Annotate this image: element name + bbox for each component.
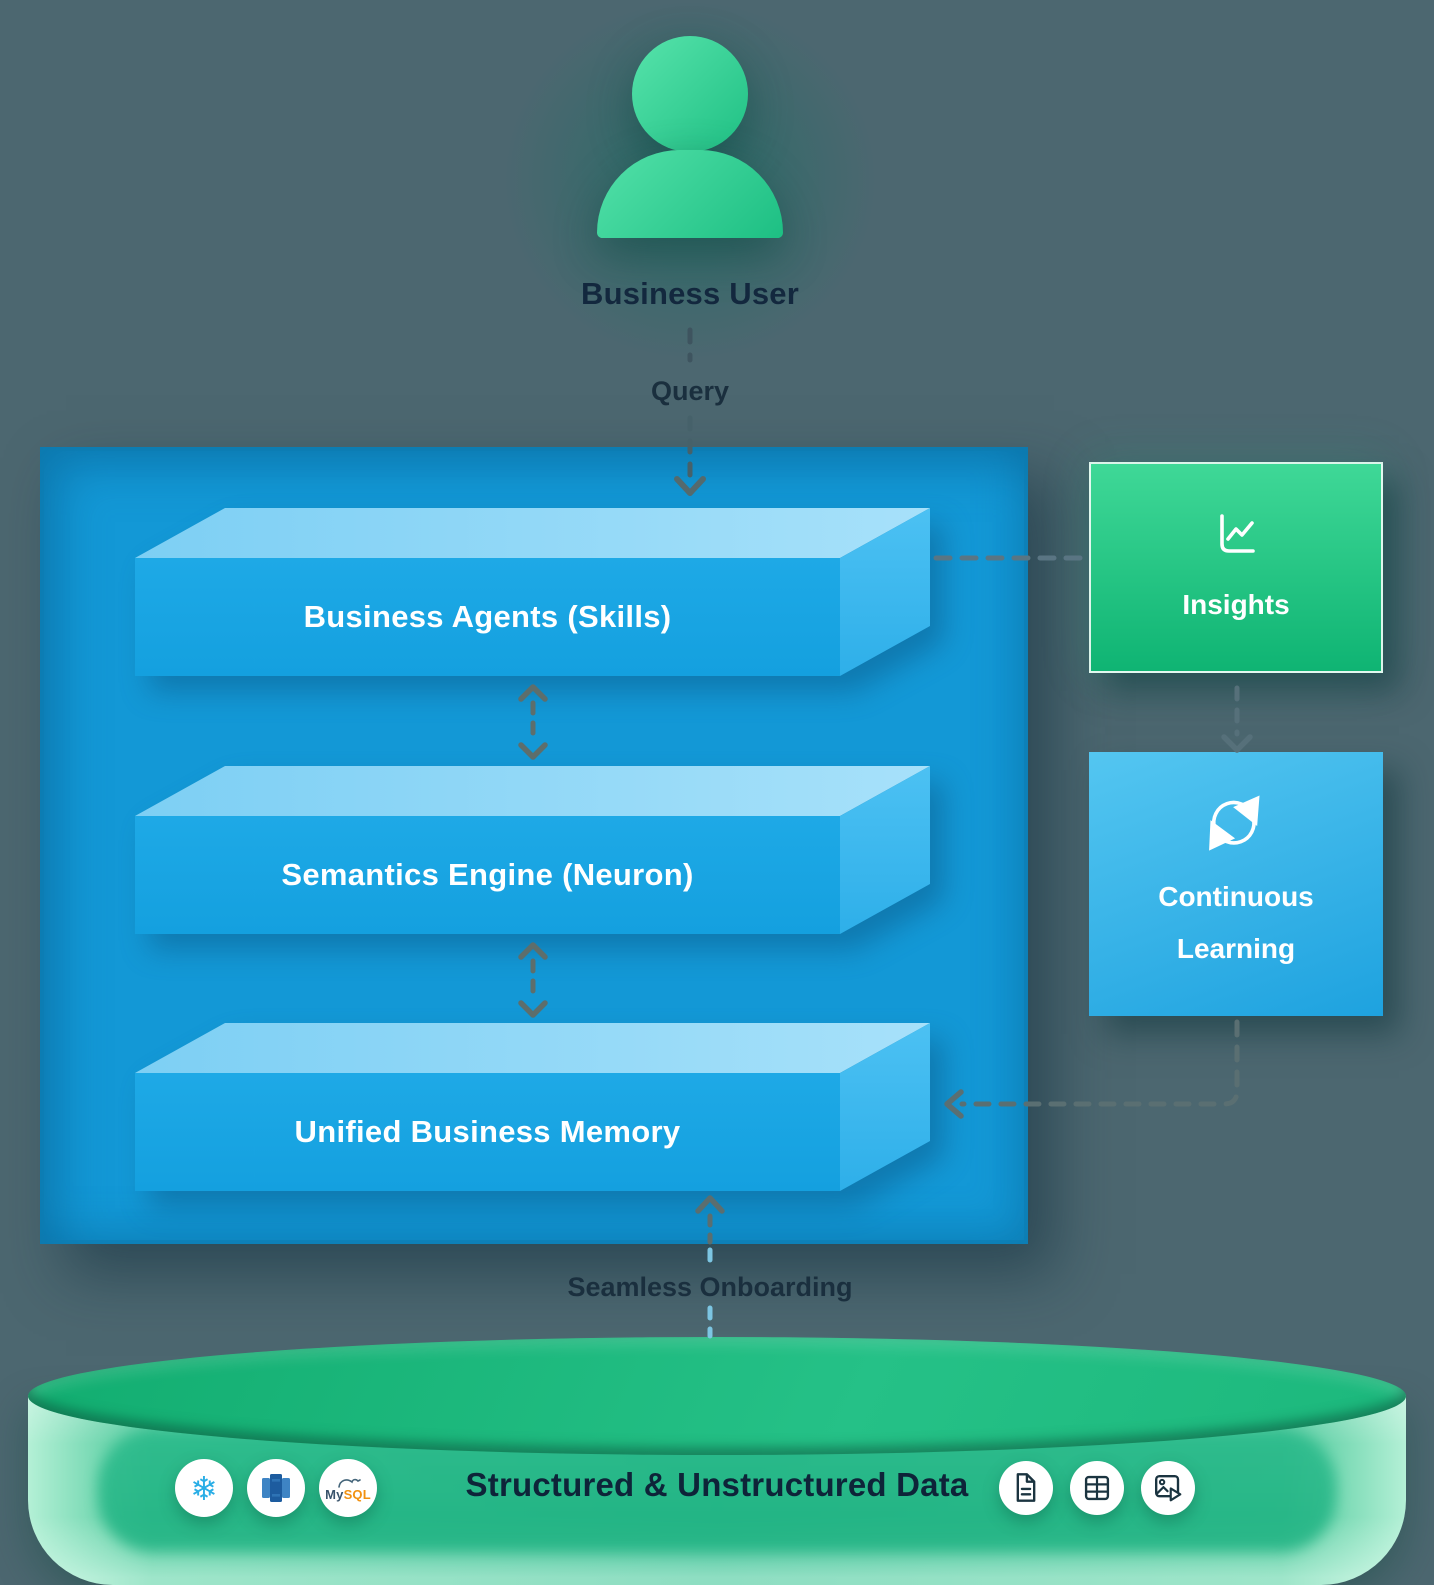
table-icon [1084,1475,1110,1501]
layer-label: Semantics Engine (Neuron) [281,857,694,892]
redshift-database-icon [262,1474,290,1502]
layer-top-face [135,766,930,816]
mysql-icon: MySQL [325,1476,371,1501]
data-layer-title: Structured & Unstructured Data [465,1466,969,1503]
layer-front-face: Semantics Engine (Neuron) [135,816,840,934]
redshift-badge[interactable] [247,1459,305,1517]
layer-label: Business Agents (Skills) [303,599,672,634]
media-icon [1155,1475,1182,1502]
query-label: Query [650,376,730,406]
document-badge[interactable] [999,1461,1053,1515]
layer-unified-memory[interactable]: Unified Business Memory [135,1023,930,1191]
mysql-sql-text: SQL [343,1486,371,1502]
media-badge[interactable] [1141,1461,1195,1515]
snowflake-badge[interactable]: ❄ [175,1459,233,1517]
data-layer-top-surface [28,1337,1406,1455]
continuous-learning-label: Continuous Learning [1158,881,1314,964]
layer-label: Unified Business Memory [294,1114,681,1149]
continuous-learning-box[interactable]: Continuous Learning [1089,752,1383,1016]
onboarding-label: Seamless Onboarding [567,1272,853,1302]
down-arrowhead-icon [1221,734,1253,753]
snowflake-icon: ❄ [190,1469,218,1507]
chart-line-icon [1220,513,1255,553]
layer-semantics-engine[interactable]: Semantics Engine (Neuron) [135,766,930,934]
user-head-shape [632,36,748,152]
insights-label: Insights [1182,588,1290,620]
insights-box[interactable]: Insights [1089,462,1383,673]
layer-top-face [135,508,930,558]
mysql-my-text: My [325,1486,344,1502]
refresh-icon [1209,795,1260,851]
layer-top-face [135,1023,930,1073]
business-user-label: Business User [581,276,799,311]
mysql-dolphin-icon [338,1478,361,1488]
table-badge[interactable] [1070,1461,1124,1515]
document-icon [1016,1473,1036,1502]
layer-front-face: Unified Business Memory [135,1073,840,1191]
layer-front-face: Business Agents (Skills) [135,558,840,676]
layer-business-agents[interactable]: Business Agents (Skills) [135,508,930,676]
mysql-badge[interactable]: MySQL [319,1459,377,1517]
